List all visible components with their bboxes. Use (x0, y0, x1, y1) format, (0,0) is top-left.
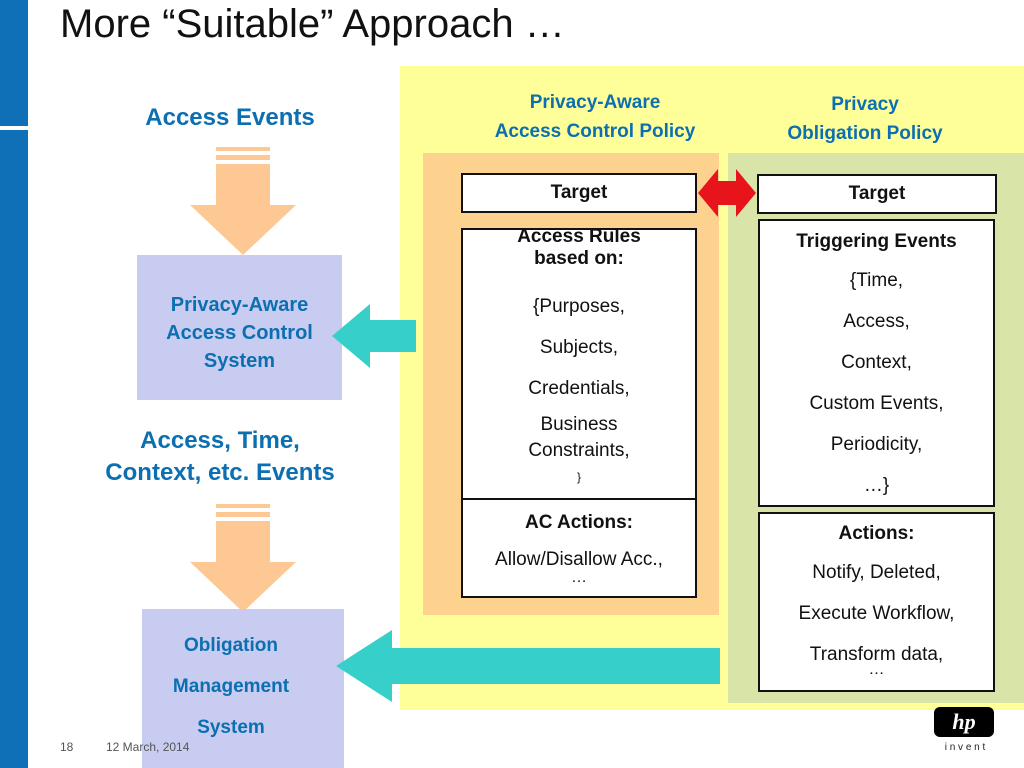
label-line: Access Control (166, 322, 313, 344)
list-item: } (576, 470, 581, 484)
obligation-system-box (142, 609, 344, 768)
sidebar-divider (0, 126, 28, 130)
list-item: Transform data, (809, 644, 944, 665)
hp-logo-icon: hp (934, 707, 994, 737)
list-item: Execute Workflow, (798, 603, 955, 624)
slide-title: More “Suitable” Approach … (60, 2, 565, 46)
label-line: Obligation (184, 635, 278, 656)
access-rules-box: Access Rules based on: {Purposes, Subjec… (461, 228, 697, 500)
label-line: Privacy-Aware (170, 294, 309, 316)
heading-line: Obligation Policy (787, 123, 943, 144)
heading-line: Privacy (831, 94, 899, 115)
access-rules-heading: Access Rules based on: (463, 228, 695, 270)
list-item: {Time, (849, 270, 904, 291)
logo-tagline: i n v e n t (944, 742, 986, 753)
pac-system-label: Privacy-Aware Access Control System (137, 291, 342, 375)
pac-target-box: Target (461, 173, 697, 213)
list-item: Context, (841, 352, 912, 373)
sidebar-band (0, 0, 28, 768)
heading-line: Access Control Policy (494, 121, 696, 142)
events-label: Access, Time, Context, etc. Events (70, 425, 370, 489)
pac-policy-heading: Privacy-Aware Access Control Policy (460, 88, 730, 146)
triggering-events-box: Triggering Events {Time, Access, Context… (758, 219, 995, 507)
list-item: …} (863, 475, 890, 496)
list-item: Subjects, (539, 337, 619, 358)
down-arrow-bottom (190, 504, 296, 612)
list-item: Access, (843, 311, 910, 332)
obligation-policy-heading: Privacy Obligation Policy (745, 90, 985, 148)
triggering-heading: Triggering Events (796, 231, 957, 252)
actions-list: Notify, Deleted, Execute Workflow, Trans… (760, 552, 993, 675)
heading-line: Access Rules (517, 228, 641, 247)
heading-line: based on: (534, 248, 624, 269)
actions-heading: Actions: (838, 523, 915, 544)
page-number: 18 (60, 740, 74, 754)
list-item: … (571, 569, 587, 586)
access-rules-list: {Purposes, Subjects, Credentials, (463, 286, 695, 409)
list-item: Business (540, 414, 618, 435)
pac-system-box (137, 255, 342, 400)
label-line: System (197, 717, 265, 738)
list-item: Constraints, (528, 440, 630, 461)
list-item: {Purposes, (533, 296, 625, 317)
red-double-arrow (698, 169, 756, 217)
teal-arrow-obligation-to-system (336, 630, 720, 702)
list-item: Credentials, (528, 378, 630, 399)
triggering-list: {Time, Access, Context, Custom Events, P… (760, 260, 993, 506)
list-item: Allow/Disallow Acc., (495, 549, 663, 570)
label-line: System (203, 350, 276, 372)
ac-actions-box: AC Actions: Allow/Disallow Acc., … (461, 498, 697, 598)
list-item: Notify, Deleted, (812, 562, 941, 583)
ac-actions-heading: AC Actions: (524, 512, 634, 533)
list-item: Custom Events, (809, 393, 944, 414)
label-line: Context, etc. Events (105, 459, 335, 486)
obligation-target-box: Target (757, 174, 997, 214)
label-line: Management (172, 676, 290, 697)
list-item: Periodicity, (830, 434, 923, 455)
access-rules-list-cont: Business Constraints, (463, 412, 695, 464)
obligation-actions-box: Actions: Notify, Deleted, Execute Workfl… (758, 512, 995, 692)
list-item: … (868, 661, 885, 678)
obligation-system-label: Obligation Management System (142, 625, 320, 748)
access-events-label: Access Events (145, 104, 315, 131)
teal-arrow-policy-to-system (332, 304, 416, 368)
down-arrow-top (190, 147, 296, 255)
label-line: Access, Time, (140, 427, 300, 454)
slide-date: 12 March, 2014 (106, 740, 190, 754)
heading-line: Privacy-Aware (529, 92, 661, 113)
